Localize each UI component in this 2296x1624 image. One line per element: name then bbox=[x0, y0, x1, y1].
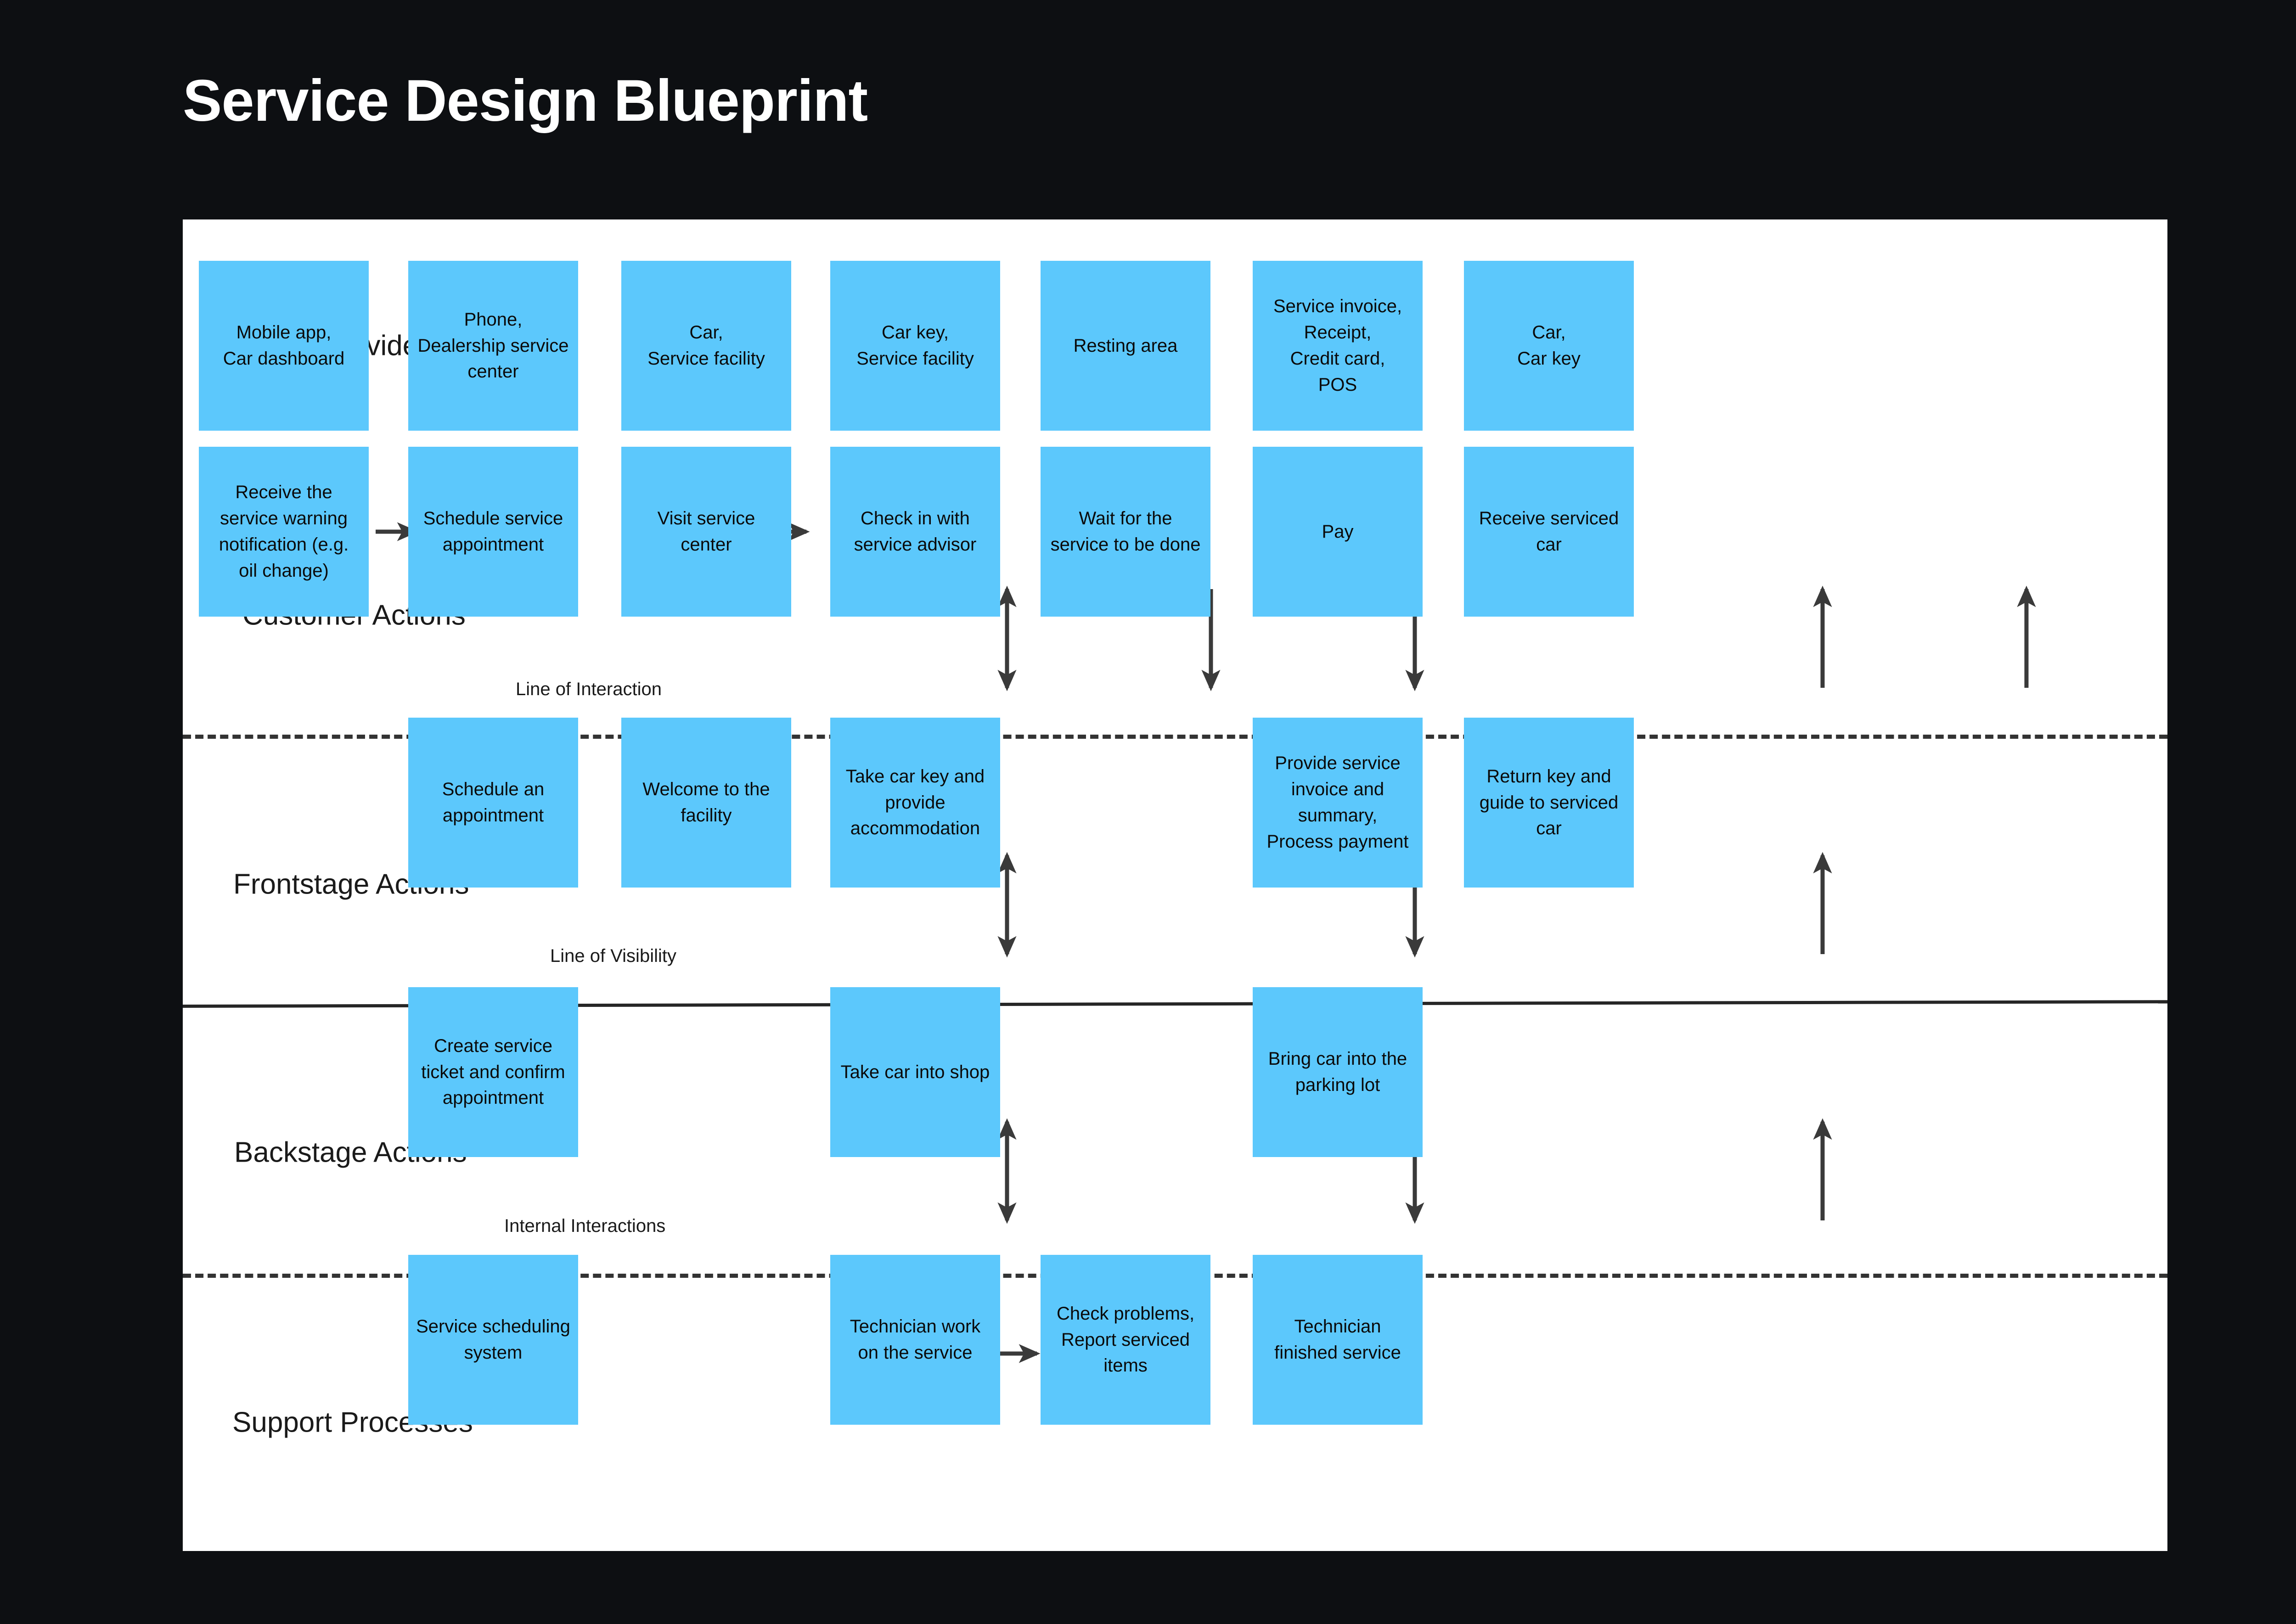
frontstage-action-box-2[interactable]: Schedule an appointment bbox=[408, 718, 578, 888]
frontstage-action-box-7[interactable]: Return key and guide to serviced car bbox=[1464, 718, 1634, 888]
physical-evidence-box-7[interactable]: Car, Car key bbox=[1464, 261, 1634, 431]
line-of-interaction bbox=[183, 735, 2167, 739]
customer-action-box-5[interactable]: Wait for the service to be done bbox=[1041, 447, 1210, 617]
frontstage-action-box-3[interactable]: Welcome to the facility bbox=[621, 718, 791, 888]
support-process-box-6[interactable]: Technician finished service bbox=[1253, 1255, 1423, 1425]
physical-evidence-box-5[interactable]: Resting area bbox=[1041, 261, 1210, 431]
physical-evidence-box-6[interactable]: Service invoice, Receipt, Credit card, P… bbox=[1253, 261, 1423, 431]
separator-label-internal-interactions: Internal Interactions bbox=[504, 1216, 666, 1236]
page-title: Service Design Blueprint bbox=[183, 68, 868, 134]
customer-action-box-7[interactable]: Receive serviced car bbox=[1464, 447, 1634, 617]
backstage-action-box-2[interactable]: Create service ticket and confirm appoin… bbox=[408, 987, 578, 1157]
support-process-box-2[interactable]: Service scheduling system bbox=[408, 1255, 578, 1425]
backstage-action-box-4[interactable]: Take car into shop bbox=[830, 987, 1000, 1157]
support-process-box-5[interactable]: Check problems, Report serviced items bbox=[1041, 1255, 1210, 1425]
frontstage-action-box-6[interactable]: Provide service invoice and summary, Pro… bbox=[1253, 718, 1423, 888]
support-process-box-4[interactable]: Technician work on the service bbox=[830, 1255, 1000, 1425]
physical-evidence-box-4[interactable]: Car key, Service facility bbox=[830, 261, 1000, 431]
separator-label-line-of-visibility: Line of Visibility bbox=[550, 946, 676, 966]
customer-action-box-3[interactable]: Visit service center bbox=[621, 447, 791, 617]
backstage-action-box-6[interactable]: Bring car into the parking lot bbox=[1253, 987, 1423, 1157]
frontstage-action-box-4[interactable]: Take car key and provide accommodation bbox=[830, 718, 1000, 888]
customer-action-box-2[interactable]: Schedule service appointment bbox=[408, 447, 578, 617]
customer-action-box-4[interactable]: Check in with service advisor bbox=[830, 447, 1000, 617]
physical-evidence-box-2[interactable]: Phone, Dealership service center bbox=[408, 261, 578, 431]
physical-evidence-box-1[interactable]: Mobile app, Car dashboard bbox=[199, 261, 369, 431]
separator-label-line-of-interaction: Line of Interaction bbox=[516, 679, 662, 699]
customer-action-box-1[interactable]: Receive the service warning notification… bbox=[199, 447, 369, 617]
blueprint-canvas: Physical Evidences Customer Actions Fron… bbox=[183, 219, 2167, 1551]
physical-evidence-box-3[interactable]: Car, Service facility bbox=[621, 261, 791, 431]
customer-action-box-6[interactable]: Pay bbox=[1253, 447, 1423, 617]
